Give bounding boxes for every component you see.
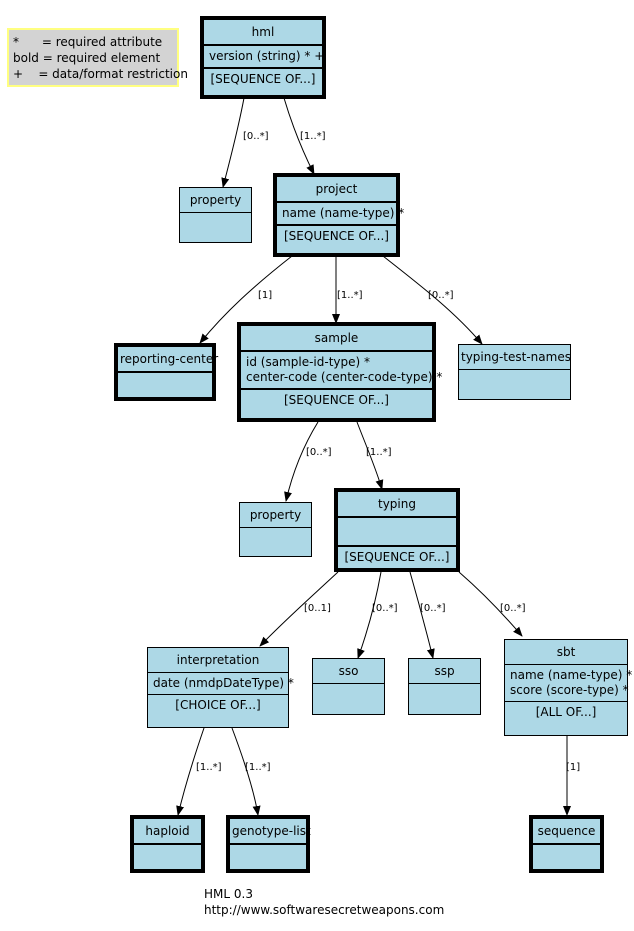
edge-project-reporting-center [199,255,293,344]
node-sample-attr-id: id (sample-id-type) * [246,355,370,369]
node-property-1-name: property [189,193,242,207]
node-sso-name: sso [338,664,359,678]
node-property-1-body [180,212,251,242]
node-sso-body [313,683,384,714]
node-sbt-group: [ALL OF...] [505,701,627,735]
node-ssp-name: ssp [434,664,455,678]
node-project-attr-name: name (name-type) * [277,201,404,224]
edge-label-interpretation-genotype-list: [1..*] [245,762,271,773]
node-typing-test-names-body [459,369,570,399]
footer-url[interactable]: http://www.softwaresecretweapons.com [204,903,445,917]
node-sbt-attrs: name (name-type) * score (score-type) * [505,664,633,701]
footer-title: HML 0.3 [204,887,253,901]
edge-typing-interpretation [259,571,339,647]
legend-line-required-element: bold = required element [13,51,161,65]
node-ssp-body [409,683,480,714]
node-sso[interactable]: sso [312,658,385,715]
node-sequence-body [533,843,600,869]
node-interpretation-attr-date: date (nmdpDateType) * [148,672,294,694]
footer: HML 0.3 http://www.softwaresecretweapons… [204,886,444,918]
node-typing-attrs [338,516,456,545]
edge-label-typing-interpretation: [0..1] [304,603,331,614]
node-sample-attr-center-code: center-code (center-code-type) * [246,370,443,384]
node-hml[interactable]: hml version (string) * + [SEQUENCE OF...… [200,16,326,99]
edge-label-typing-sbt: [0..*] [500,603,526,614]
node-reporting-center[interactable]: reporting-center [114,343,219,401]
edge-label-hml-property: [0..*] [243,131,269,142]
node-interpretation-name: interpretation [176,653,260,667]
node-sample-group: [SEQUENCE OF...] [241,388,432,418]
node-typing-group: [SEQUENCE OF...] [338,545,456,568]
edge-label-sample-typing: [1..*] [366,447,392,458]
edge-label-interpretation-haploid: [1..*] [196,762,222,773]
edge-hml-project [283,97,315,175]
node-project[interactable]: project name (name-type) * [SEQUENCE OF.… [273,173,404,257]
edge-label-typing-ssp: [0..*] [420,603,446,614]
node-property-1[interactable]: property [179,187,252,243]
node-sbt-attr-name: name (name-type) * [510,668,633,682]
node-reporting-center-name: reporting-center [120,352,219,366]
node-sample[interactable]: sample id (sample-id-type) * center-code… [237,322,443,422]
node-genotype-list[interactable]: genotype-list [226,815,311,873]
node-genotype-list-body [230,843,306,869]
edge-interpretation-genotype-list [231,727,261,816]
node-typing-name: typing [378,497,416,511]
node-reporting-center-body [118,371,212,397]
node-project-name: project [315,182,358,196]
node-haploid-body [134,843,201,869]
node-hml-attr-version: version (string) * + [204,44,324,67]
edge-typing-sso [357,571,382,659]
edge-interpretation-haploid [176,727,205,816]
node-interpretation[interactable]: interpretation date (nmdpDateType) * [CH… [147,647,294,728]
node-sample-attrs: id (sample-id-type) * center-code (cente… [241,350,443,388]
edge-typing-sbt [458,571,523,637]
legend: * = required attribute bold = required e… [7,28,188,87]
legend-line-restriction: + = data/format restriction [13,67,188,81]
edge-label-typing-sso: [0..*] [372,603,398,614]
node-typing-test-names[interactable]: typing-test-names [458,344,571,400]
node-hml-group: [SEQUENCE OF...] [204,67,322,95]
node-sample-name: sample [314,331,359,345]
node-typing[interactable]: typing [SEQUENCE OF...] [334,488,460,572]
node-property-2[interactable]: property [239,502,312,557]
node-property-2-name: property [249,508,302,522]
edge-label-project-sample: [1..*] [337,290,363,301]
node-project-group: [SEQUENCE OF...] [277,224,396,253]
edge-label-project-reporting-center: [1] [258,290,272,301]
edge-typing-ssp [409,571,435,659]
node-interpretation-group: [CHOICE OF...] [148,694,288,727]
edge-project-typing-test-names [382,255,483,345]
node-haploid[interactable]: haploid [130,815,205,873]
node-sbt[interactable]: sbt name (name-type) * score (score-type… [504,639,633,736]
edge-label-sbt-sequence: [1] [566,762,580,773]
node-ssp[interactable]: ssp [408,658,481,715]
edge-sample-typing [356,421,384,490]
node-sbt-attr-score: score (score-type) * [510,683,629,697]
edge-hml-property [221,97,245,188]
node-property-2-body [240,527,311,556]
node-hml-name: hml [251,25,275,39]
node-sbt-name: sbt [556,645,576,659]
legend-line-required-attribute: * = required attribute [13,35,163,49]
node-sequence[interactable]: sequence [529,815,604,873]
node-genotype-list-name: genotype-list [232,824,311,838]
node-haploid-name: haploid [145,824,190,838]
node-typing-test-names-name: typing-test-names [461,350,571,364]
edge-label-hml-project: [1..*] [300,131,326,142]
edge-label-project-typing-test-names: [0..*] [428,290,454,301]
node-sequence-name: sequence [537,824,596,838]
edge-label-sample-property: [0..*] [306,447,332,458]
edge-sample-property [284,421,319,502]
